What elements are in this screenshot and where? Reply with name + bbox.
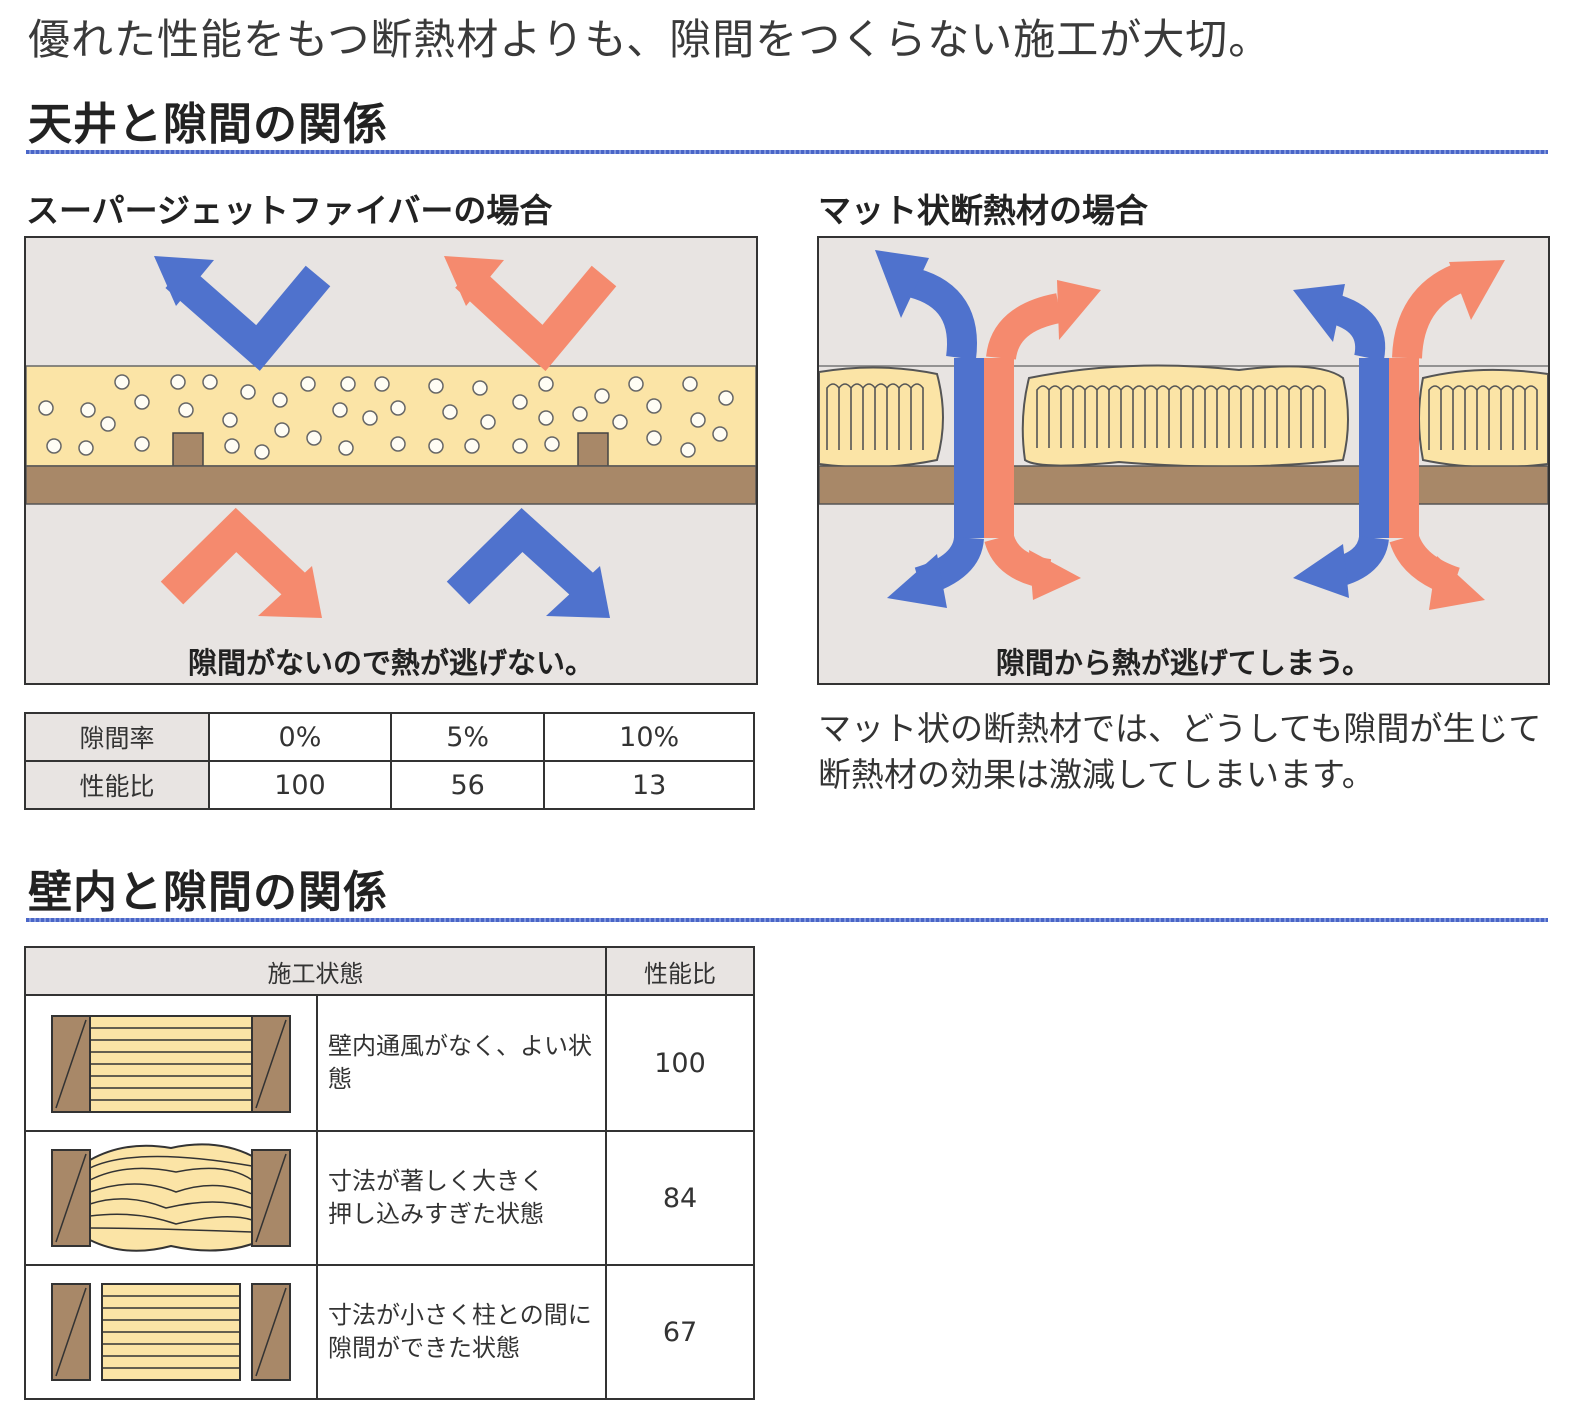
orange-leak-arrow [984,280,1101,600]
wall-section-title: 壁内と隙間の関係 [28,867,388,918]
section-divider [26,918,1548,922]
state-text: 隙間ができた状態 [328,1334,520,1362]
table-row: 寸法が小さく柱との間に 隙間ができた状態 67 [24,1264,755,1400]
superjet-fiber-diagram: 隙間がないので熱が逃げない。 [24,236,758,685]
ceiling-section-title: 天井と隙間の関係 [28,99,388,150]
performance-ratio: 84 [605,1130,755,1266]
wall-installation-table: 施工状態 性能比 壁内通風がなく、よい状態 100 [24,946,755,1400]
right-diagram-title: マット状断熱材の場合 [818,191,1148,230]
section-divider [26,150,1548,154]
overstuffed-installation-illustration [24,1130,318,1266]
left-diagram-title: スーパージェットファイバーの場合 [26,191,553,230]
header-ratio: 性能比 [605,946,755,996]
performance-cell: 13 [543,760,755,810]
ceiling-board [819,465,1548,505]
mat-batt [819,366,944,469]
blue-leak-arrow [1293,284,1389,598]
orange-deflect-arrow-bottom [160,507,322,618]
row-header-gap-rate: 隙間率 [24,712,210,762]
mat-note: マット状の断熱材では、どうしても隙間が生じて 断熱材の効果は激減してしまいます。 [818,706,1541,798]
mat-fiber-pattern [826,383,1538,450]
blue-leak-arrow [875,250,984,608]
mat-insulation-diagram: 隙間から熱が逃げてしまう。 [817,236,1550,685]
ceiling-joist [577,432,609,467]
gap-rate-cell: 10% [543,712,755,762]
state-description: 壁内通風がなく、よい状態 [316,994,607,1132]
mat-batt [1418,368,1548,469]
table-row: 隙間率 0% 5% 10% [24,712,755,762]
gap-rate-table: 隙間率 0% 5% 10% 性能比 100 56 13 [24,712,755,810]
mat-batt [1021,364,1349,468]
mat-note-line: 断熱材の効果は激減してしまいます。 [818,755,1375,794]
table-row: 寸法が著しく大きく 押し込みすぎた状態 84 [24,1130,755,1266]
header-state: 施工状態 [24,946,607,996]
table-row: 壁内通風がなく、よい状態 100 [24,994,755,1132]
performance-ratio: 100 [605,994,755,1132]
orange-leak-arrow [1389,260,1505,610]
state-description: 寸法が著しく大きく 押し込みすぎた状態 [316,1130,607,1266]
row-header-performance: 性能比 [24,760,210,810]
left-diagram-caption: 隙間がないので熱が逃げない。 [187,646,594,680]
performance-cell: 56 [389,760,546,810]
state-text: 押し込みすぎた状態 [328,1200,544,1228]
state-description: 寸法が小さく柱との間に 隙間ができた状態 [316,1264,607,1400]
blue-deflect-arrow-top [154,256,331,371]
table-row: 性能比 100 56 13 [24,760,755,810]
ceiling-joist [172,432,204,467]
gap-rate-cell: 0% [208,712,392,762]
blown-fiber-particles [38,374,734,460]
blue-deflect-arrow-bottom [446,507,610,618]
ceiling-board [26,465,756,505]
page-headline: 優れた性能をもつ断熱材よりも、隙間をつくらない施工が大切。 [28,15,1272,64]
table-header-row: 施工状態 性能比 [24,946,755,996]
gap-installation-illustration [24,1264,318,1400]
performance-ratio: 67 [605,1264,755,1400]
gap-rate-cell: 5% [389,712,546,762]
good-installation-illustration [24,994,318,1132]
right-diagram-caption: 隙間から熱が逃げてしまう。 [995,646,1372,680]
state-text: 壁内通風がなく、よい状態 [328,1032,592,1093]
state-text: 寸法が著しく大きく [328,1167,544,1195]
mat-note-line: マット状の断熱材では、どうしても隙間が生じて [818,709,1542,748]
orange-deflect-arrow-top [444,256,617,372]
state-text: 寸法が小さく柱との間に [328,1301,592,1329]
performance-cell: 100 [208,760,392,810]
